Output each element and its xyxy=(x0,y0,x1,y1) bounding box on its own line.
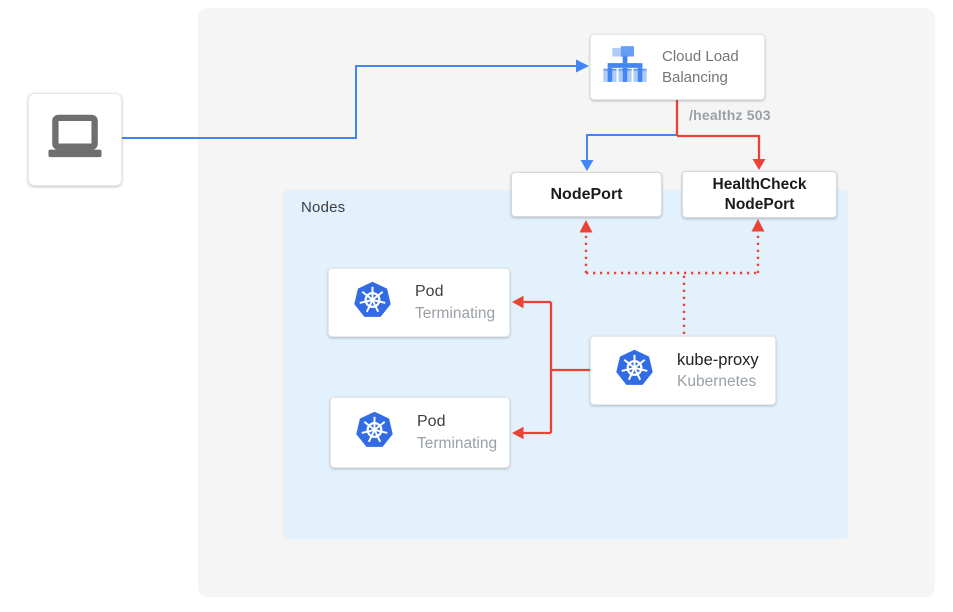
healthz-503-label: /healthz 503 xyxy=(689,107,771,123)
nodeport-node: NodePort xyxy=(511,172,662,217)
kube-proxy-node: kube-proxy Kubernetes xyxy=(590,336,776,405)
kubernetes-icon xyxy=(354,410,395,456)
pod-terminating-node-1: Pod Terminating xyxy=(328,268,510,337)
cloud-load-balancing-icon xyxy=(602,43,649,92)
kubernetes-icon xyxy=(352,280,393,326)
healthcheck-nodeport-label: HealthCheck NodePort xyxy=(712,175,807,213)
healthcheck-nodeport-node: HealthCheck NodePort xyxy=(682,171,837,218)
laptop-icon xyxy=(45,112,105,168)
pod2-title: Pod xyxy=(417,413,446,430)
pod1-title: Pod xyxy=(415,283,444,300)
cloud-load-balancing-label: Cloud Load Balancing xyxy=(662,48,739,86)
client-node xyxy=(28,93,122,186)
pod-terminating-node-2: Pod Terminating xyxy=(330,397,510,468)
pod2-status: Terminating xyxy=(417,435,498,452)
cloud-load-balancing-node: Cloud Load Balancing xyxy=(590,34,765,100)
pod1-status: Terminating xyxy=(415,305,496,322)
nodes-label: Nodes xyxy=(301,199,346,216)
kube-proxy-title: kube-proxy xyxy=(677,351,759,369)
kubernetes-icon xyxy=(614,348,655,394)
nodeport-label: NodePort xyxy=(550,185,623,203)
kube-proxy-subtitle: Kubernetes xyxy=(677,373,757,390)
